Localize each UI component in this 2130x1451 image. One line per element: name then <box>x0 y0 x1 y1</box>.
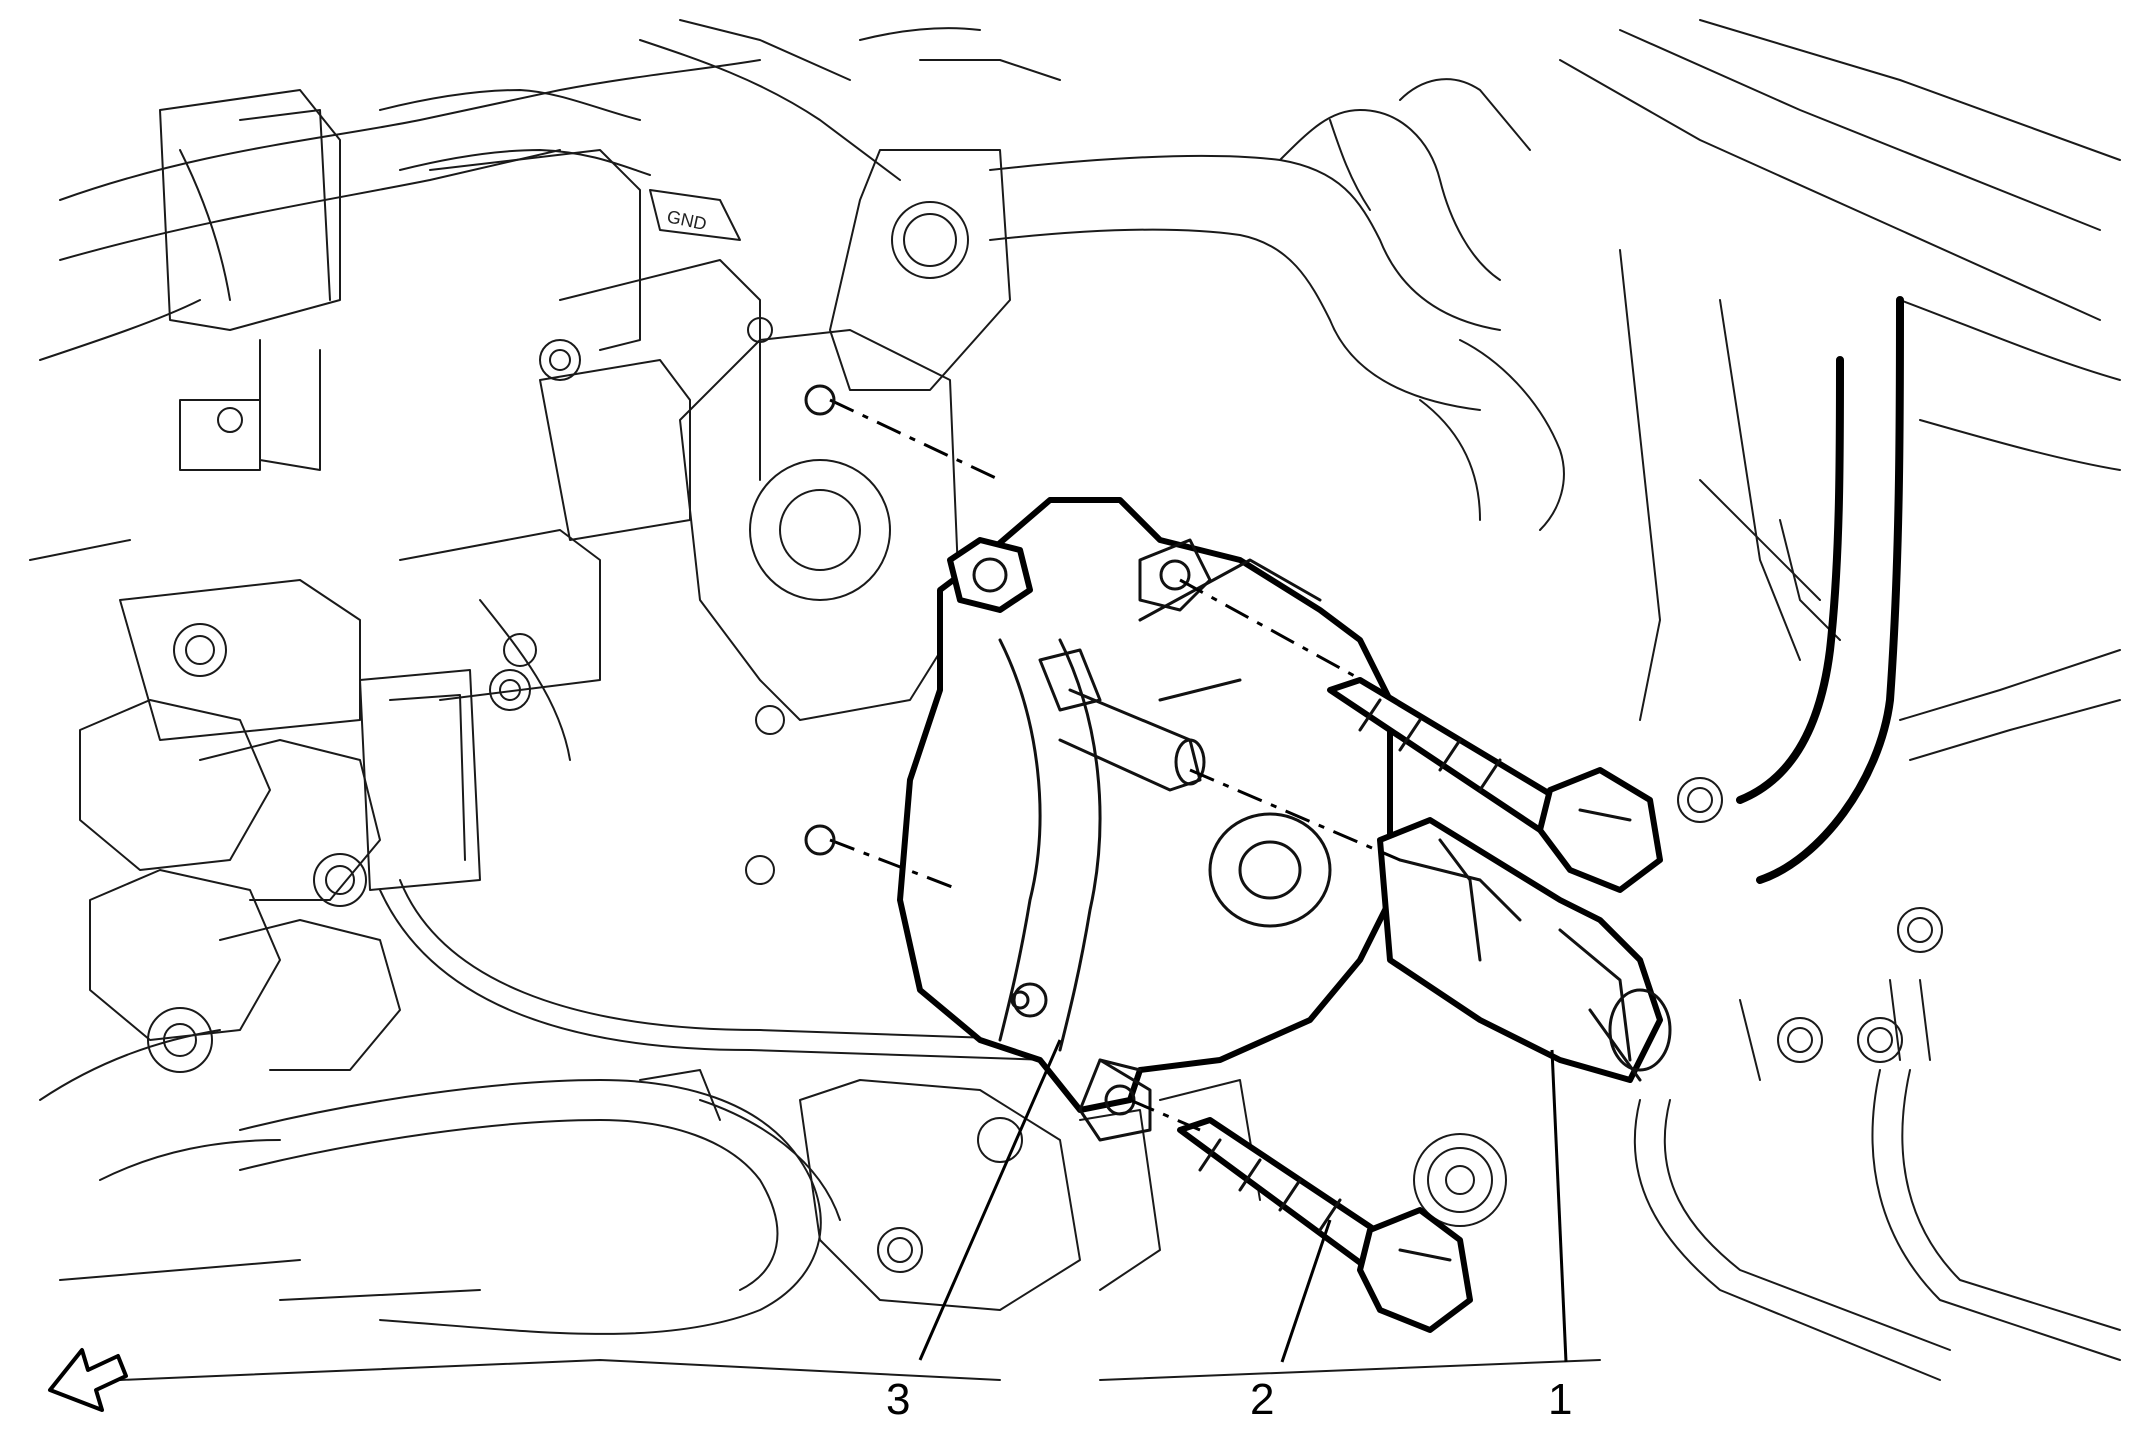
callout-1-label: 1 <box>1548 1375 1572 1424</box>
vacuum-pump <box>897 497 1672 1142</box>
pump-bolt-lower <box>1177 1117 1473 1333</box>
callout-3-leader <box>918 1039 1062 1361</box>
callout-1-leader <box>1550 1049 1568 1363</box>
pump-bolt-upper <box>1327 677 1663 893</box>
callout-2-leader <box>1280 1219 1332 1363</box>
callout-3: 3 <box>886 1039 1062 1424</box>
callout-3-label: 3 <box>886 1375 910 1424</box>
callout-2: 2 <box>1250 1219 1332 1424</box>
background-engine-linework: GND <box>29 19 2121 1381</box>
alignment-lines <box>804 384 1401 1132</box>
callout-2-label: 2 <box>1250 1375 1274 1424</box>
callout-1: 1 <box>1548 1049 1572 1424</box>
gnd-stamp: GND <box>665 206 708 234</box>
front-arrow-icon <box>48 1348 128 1412</box>
